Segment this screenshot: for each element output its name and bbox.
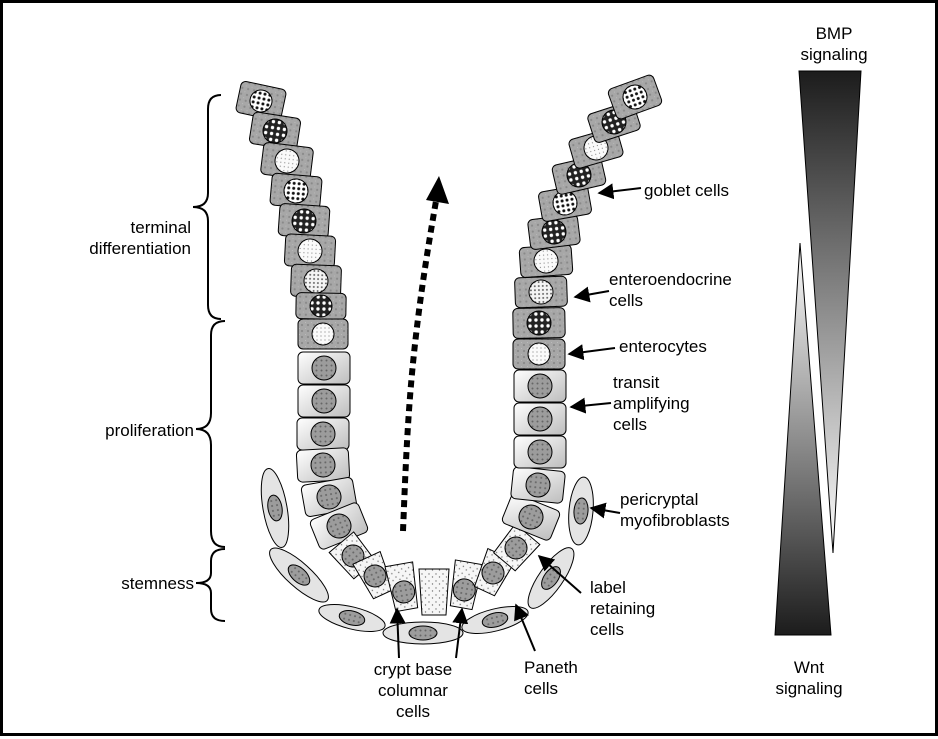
label-paneth-cells: Paneth cells xyxy=(524,657,614,699)
label-terminal-differentiation: terminal differentiation xyxy=(59,217,191,259)
cell-migration-arrowhead xyxy=(426,176,449,204)
pericryptal-myofibroblasts-arrow xyxy=(591,508,620,513)
enteroendocrine-cells-arrow xyxy=(575,291,609,297)
label-wnt-signaling: Wnt signaling xyxy=(754,657,864,699)
label-crypt-base-columnar-cells: crypt base columnar cells xyxy=(348,659,478,722)
label-pericryptal-myofibroblasts: pericryptal myofibroblasts xyxy=(620,489,770,531)
transit-amplifying-cell xyxy=(297,418,349,450)
enteroendocrine-cell xyxy=(514,276,567,308)
transit-amplifying-cell xyxy=(298,352,350,384)
brace-stemness xyxy=(196,549,225,621)
enterocyte xyxy=(513,339,565,369)
label-transit-amplifying-cells: transit amplifying cells xyxy=(613,372,743,435)
goblet-cells-arrow xyxy=(599,188,641,193)
crypt-base-columnar-cell xyxy=(419,569,449,615)
crypt-base-columnar-arrow-left xyxy=(397,609,399,658)
crypt-base-columnar-cell xyxy=(385,562,421,612)
transit-amplifying-cells-arrow xyxy=(571,403,611,407)
goblet-cell xyxy=(607,74,663,120)
enterocyte xyxy=(298,319,348,349)
label-enteroendocrine-cells: enteroendocrine cells xyxy=(609,269,769,311)
pericryptal-myofibroblast xyxy=(383,622,463,644)
brace-proliferation xyxy=(196,321,225,547)
label-bmp-signaling: BMP signaling xyxy=(779,23,889,65)
brace-terminal-differentiation xyxy=(193,95,221,319)
enterocyte xyxy=(284,234,336,269)
enterocyte xyxy=(519,244,573,278)
transit-amplifying-cell xyxy=(514,403,566,435)
pericryptal-myofibroblast xyxy=(566,476,596,546)
pericryptal-myofibroblast xyxy=(256,467,294,550)
transit-amplifying-cell xyxy=(510,466,565,503)
transit-amplifying-cell xyxy=(296,448,350,483)
transit-amplifying-cell xyxy=(298,385,350,417)
label-stemness: stemness xyxy=(59,573,194,594)
crypt-diagram-canvas xyxy=(3,3,938,739)
crypt-base xyxy=(329,524,540,615)
enterocytes-arrow xyxy=(569,348,615,354)
label-enterocytes: enterocytes xyxy=(619,336,749,357)
goblet-cell xyxy=(270,173,323,209)
label-retaining-cells: label retaining cells xyxy=(590,577,690,640)
transit-amplifying-cell xyxy=(514,370,566,402)
label-proliferation: proliferation xyxy=(59,420,194,441)
cell-migration-arrow xyxy=(403,201,436,531)
pericryptal-myofibroblast xyxy=(263,541,336,610)
enteroendocrine-cell xyxy=(278,203,330,238)
pericryptal-myofibroblast xyxy=(316,599,387,637)
enteroendocrine-cell xyxy=(296,293,346,320)
left-epithelium xyxy=(235,81,369,551)
label-goblet-cells: goblet cells xyxy=(644,180,774,201)
transit-amplifying-cell xyxy=(514,436,566,468)
enteroendocrine-cell xyxy=(513,308,566,339)
